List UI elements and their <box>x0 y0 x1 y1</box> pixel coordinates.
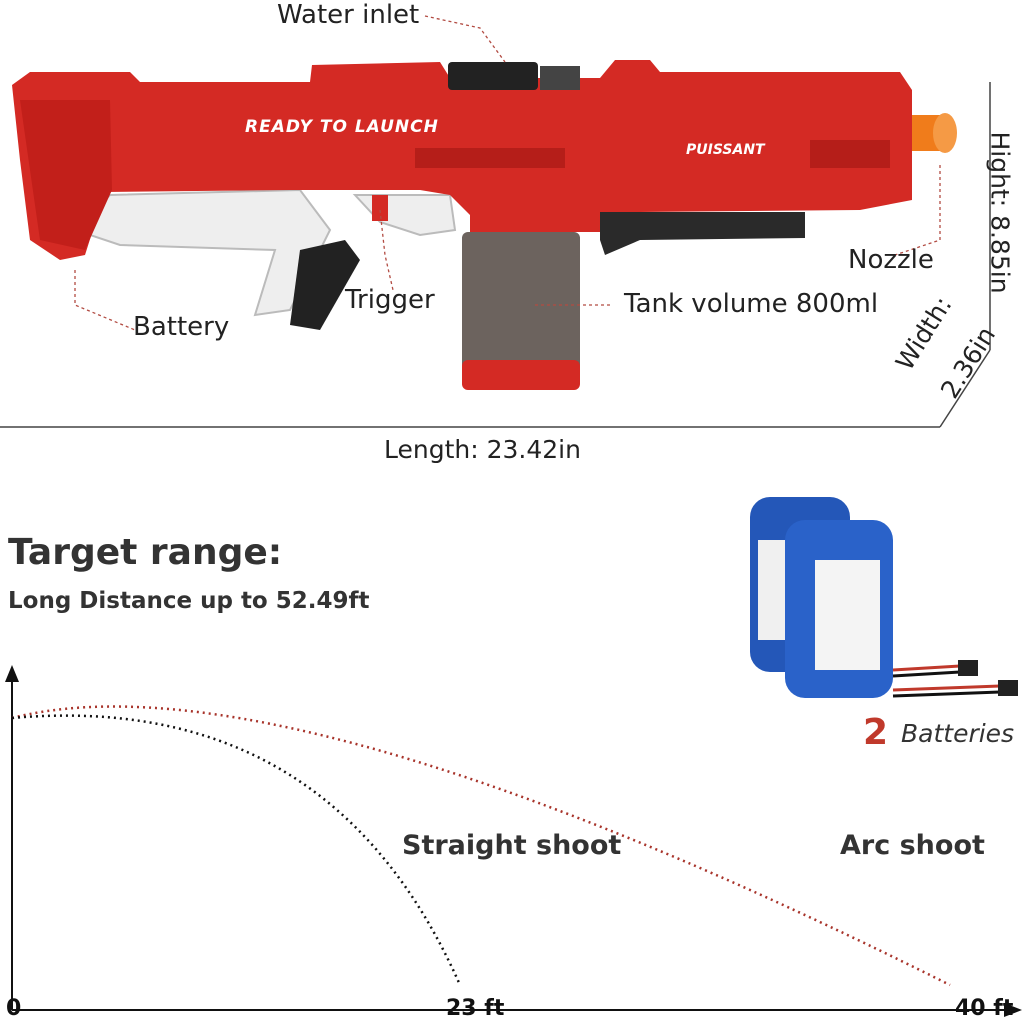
trigger-part <box>372 195 388 221</box>
inlet-vent <box>540 66 580 90</box>
battery-wire-red-2 <box>892 684 1001 692</box>
grip <box>290 240 360 330</box>
battery-count-number: 2 <box>863 712 889 753</box>
battery-caption: Batteries <box>901 719 1014 748</box>
tank-base <box>462 360 580 390</box>
height-label: Hight: 8.85in <box>985 131 1015 294</box>
x-axis-arrow <box>1004 1003 1022 1017</box>
length-label: Length: 23.42in <box>384 435 581 464</box>
range-chart <box>5 665 1022 1017</box>
battery-illustration <box>750 497 1018 698</box>
nozzle-label: Nozzle <box>848 245 934 275</box>
range-title: Target range: <box>8 532 283 573</box>
battery-connector <box>958 660 978 676</box>
battery-connector-2 <box>998 680 1018 696</box>
tick-40: 40 ft <box>955 996 1014 1021</box>
battery-label <box>815 560 880 670</box>
battery-back-label <box>758 540 785 640</box>
tick-23: 23 ft <box>446 996 505 1021</box>
water-inlet-label: Water inlet <box>277 0 420 30</box>
under-rail <box>600 212 805 255</box>
trigger-guard <box>352 194 457 237</box>
tick-0: 0 <box>6 996 22 1021</box>
nozzle-end <box>933 113 957 153</box>
arc-shoot-trajectory <box>11 705 951 987</box>
water-tank <box>462 232 580 372</box>
arc-shoot-label: Arc shoot <box>840 830 985 861</box>
tank-label: Tank volume 800ml <box>624 289 879 319</box>
battery-caption-text: Batteries <box>901 719 1015 748</box>
callout-lines <box>74 15 941 331</box>
stock-frame <box>73 188 332 317</box>
width-dimension-line <box>939 349 991 428</box>
y-axis-arrow <box>5 665 19 682</box>
battery-count: 2 <box>863 712 888 753</box>
inlet-cap <box>448 62 538 90</box>
barrel-text: READY TO LAUNCH <box>245 117 439 137</box>
side-grill <box>415 148 565 168</box>
battery-wire-red <box>892 664 961 672</box>
battery-wire-black <box>892 670 961 678</box>
brand-text: PUISSANT <box>686 142 765 158</box>
stock-panel <box>20 100 112 250</box>
straight-shoot-label: Straight shoot <box>402 830 622 861</box>
front-grill <box>810 140 890 168</box>
range-subtitle: Long Distance up to 52.49ft <box>8 588 370 614</box>
battery-wire-black-2 <box>892 690 1001 698</box>
battery-callout-label: Battery <box>133 312 230 342</box>
water-gun <box>12 60 957 390</box>
straight-shoot-trajectory <box>11 714 462 986</box>
trigger-label: Trigger <box>345 285 435 315</box>
